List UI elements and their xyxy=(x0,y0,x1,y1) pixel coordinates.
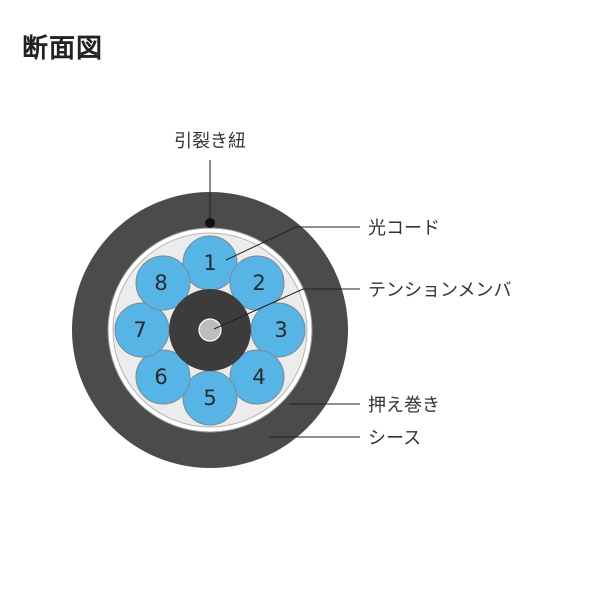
tension-member-core xyxy=(198,318,222,342)
fiber-number-4: 4 xyxy=(252,365,265,389)
sheath-label: シース xyxy=(368,428,421,449)
tension-member-leader-line xyxy=(213,288,360,330)
optical-cord xyxy=(135,255,191,311)
callout-lines xyxy=(209,160,360,438)
optical-cord-label: 光コード xyxy=(368,218,440,239)
wrapping-label: 押え巻き xyxy=(368,395,440,416)
optical-cord xyxy=(229,349,285,405)
page-title: 断面図 xyxy=(22,34,104,64)
fiber-number-3: 3 xyxy=(274,318,287,342)
fiber-number-2: 2 xyxy=(252,271,265,295)
fiber-number-6: 6 xyxy=(154,365,167,389)
optical-cord-group: 1 2 3 4 5 6 7 8 xyxy=(114,235,306,426)
fiber-number-8: 8 xyxy=(154,271,167,295)
ripcord-marker xyxy=(205,218,215,228)
tension-member-label: テンションメンバ xyxy=(368,280,511,301)
fiber-number-5: 5 xyxy=(203,386,216,410)
fiber-number-7: 7 xyxy=(133,318,146,342)
ripcord-label: 引裂き紐 xyxy=(174,131,246,152)
optical-cord xyxy=(135,349,191,405)
optical-cord-leader-line xyxy=(225,226,360,261)
fiber-number-1: 1 xyxy=(203,251,216,275)
